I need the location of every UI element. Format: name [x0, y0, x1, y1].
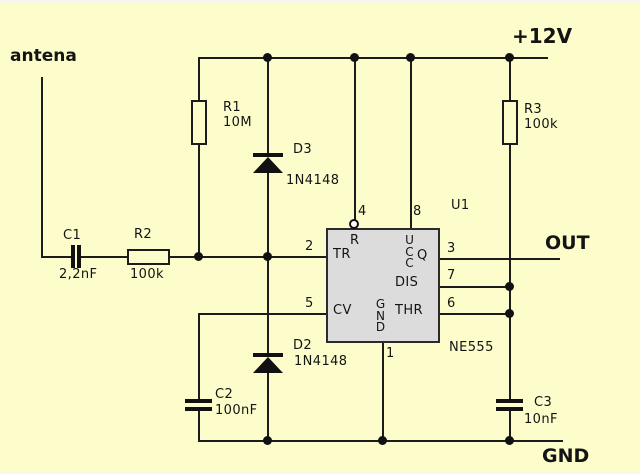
wire-pin1: [382, 342, 384, 442]
ic-pin-number-6: 6: [447, 296, 456, 311]
wire-supply-bus: [198, 57, 548, 59]
out-label: OUT: [545, 232, 590, 254]
ic-pin-number-3: 3: [447, 241, 456, 256]
ic-pin-number-8: 8: [413, 204, 422, 219]
wire-r1-bottom: [198, 144, 200, 258]
wire-pin4: [354, 57, 356, 221]
junction-dot: [378, 436, 387, 445]
junction-dot: [194, 252, 203, 261]
ground-label: GND: [542, 445, 590, 467]
r3-resistor-body: [502, 100, 518, 145]
ic-pin-number-5: 5: [305, 296, 314, 311]
ic-pin-label-discharge: DIS: [395, 275, 419, 290]
c1-value: 2,2nF: [59, 267, 98, 282]
antenna-label: antena: [10, 46, 77, 66]
wire-pin5: [198, 313, 327, 315]
wire-r1-top: [198, 57, 200, 101]
wire-pin3-out: [438, 258, 560, 260]
wire-d2-top: [267, 256, 269, 354]
c3-capacitor-plate: [496, 399, 523, 403]
c3-value: 10nF: [524, 412, 558, 427]
r2-ref: R2: [134, 227, 153, 242]
junction-dot: [350, 53, 359, 62]
wire-d2-bottom: [267, 373, 269, 442]
junction-dot: [505, 309, 514, 318]
d3-diode-triangle: [253, 157, 283, 173]
r1-resistor-body: [191, 100, 207, 145]
d3-ref: D3: [293, 142, 313, 157]
wire-pin8: [410, 57, 412, 229]
ic-pin-label-vcc: UCC: [405, 233, 414, 270]
r3-value: 100k: [524, 117, 558, 132]
junction-dot: [263, 53, 272, 62]
c2-capacitor-plate: [185, 407, 212, 411]
wire-r3-top: [509, 57, 511, 101]
ic-ne555-body: [326, 228, 440, 343]
d3-diode-cathode-bar: [253, 153, 283, 157]
wire-r2-to-pin2: [169, 256, 327, 258]
d2-diode-triangle: [253, 357, 283, 373]
reset-inverting-circle: [349, 219, 359, 229]
wire-pin6: [438, 313, 511, 315]
ic-part-number: NE555: [449, 340, 494, 355]
c3-capacitor-plate: [496, 407, 523, 411]
wire-c2-top: [198, 313, 200, 400]
wire-pin7: [438, 286, 511, 288]
junction-dot: [263, 436, 272, 445]
top-border: [0, 0, 640, 4]
ic-pin-label-output: Q: [417, 248, 428, 263]
r2-value: 100k: [130, 267, 164, 282]
ic-pin-label-threshold: THR: [395, 303, 423, 318]
r2-resistor-body: [127, 249, 170, 265]
c1-ref: C1: [63, 228, 82, 243]
r1-value: 10M: [223, 115, 252, 130]
ic-designator: U1: [451, 198, 470, 213]
c1-capacitor-plate: [71, 245, 75, 268]
r1-ref: R1: [223, 100, 242, 115]
wire-c1-to-r2: [80, 256, 128, 258]
ic-pin-label-reset: R: [350, 233, 360, 248]
d2-ref: D2: [293, 338, 313, 353]
wire-antenna: [41, 77, 43, 258]
wire-c3-bottom: [509, 410, 511, 442]
ic-pin-number-4: 4: [358, 204, 367, 219]
junction-dot: [263, 252, 272, 261]
bottom-border: [0, 471, 640, 474]
ic-pin-label-trigger: TR: [333, 247, 351, 262]
wire-antenna-to-c1: [41, 256, 72, 258]
c2-capacitor-plate: [185, 399, 212, 403]
ic-pin-number-2: 2: [305, 239, 314, 254]
junction-dot: [505, 436, 514, 445]
wire-c2-bottom: [198, 410, 200, 442]
supply-label: +12V: [512, 24, 573, 48]
ic-pin-number-7: 7: [447, 268, 456, 283]
c3-ref: C3: [534, 395, 553, 410]
r3-ref: R3: [524, 102, 543, 117]
wire-d3-top: [267, 57, 269, 155]
c2-value: 100nF: [215, 403, 258, 418]
wire-r3-bottom: [509, 144, 511, 400]
c2-ref: C2: [215, 387, 234, 402]
junction-dot: [505, 282, 514, 291]
junction-dot: [505, 53, 514, 62]
d2-diode-cathode-bar: [253, 353, 283, 357]
ic-pin-number-1: 1: [386, 346, 395, 361]
ic-pin-label-control: CV: [333, 303, 352, 318]
ic-pin-label-ground: GND: [375, 297, 386, 334]
d2-value: 1N4148: [294, 354, 348, 369]
c1-capacitor-plate: [77, 245, 81, 268]
junction-dot: [406, 53, 415, 62]
d3-value: 1N4148: [286, 173, 340, 188]
wire-d3-bottom: [267, 172, 269, 258]
